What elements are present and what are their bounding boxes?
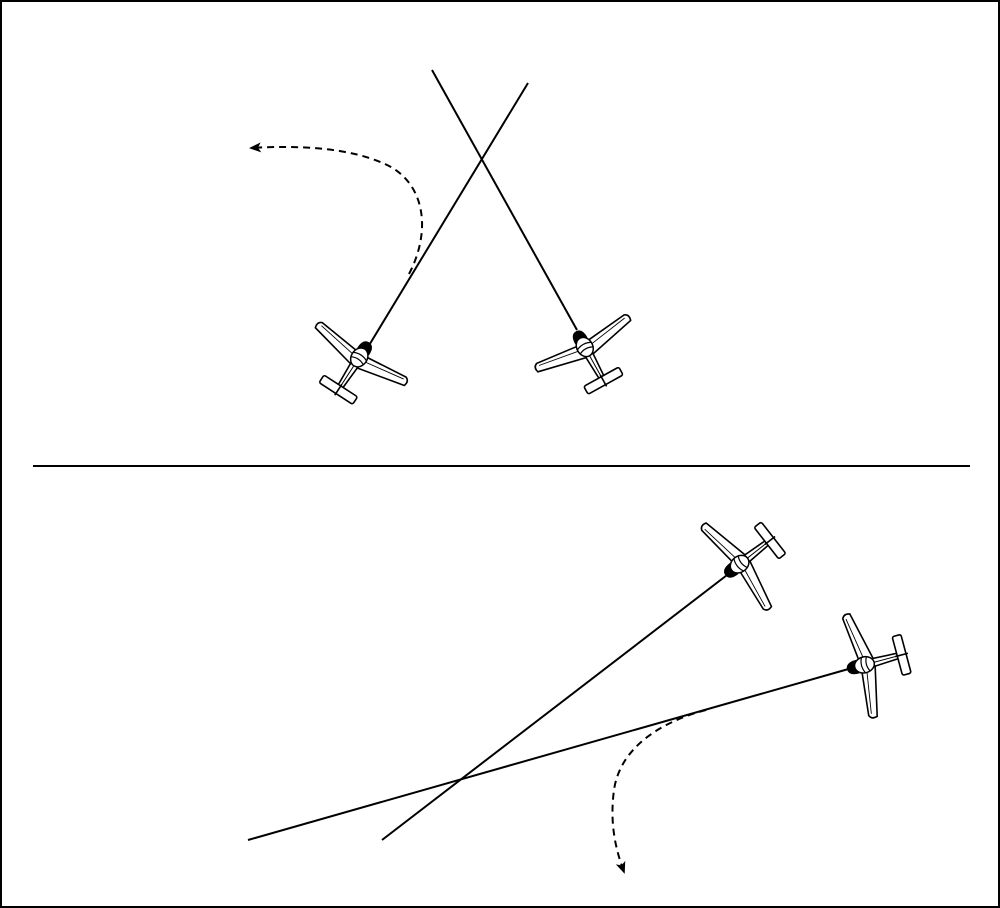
panel-converging xyxy=(249,69,655,426)
right-aircraft-icon xyxy=(528,304,655,414)
upper-aircraft-flight-path xyxy=(381,571,732,841)
panel-overtaking xyxy=(247,493,923,874)
avoidance-turn-left-arrow xyxy=(249,142,423,275)
lower-aircraft-icon xyxy=(832,600,923,723)
left-aircraft-flight-path xyxy=(367,82,529,348)
right-aircraft-flight-path xyxy=(431,69,578,331)
avoidance-turn-down-arrow xyxy=(611,709,707,874)
lower-aircraft-flight-path xyxy=(247,667,853,841)
left-aircraft-icon xyxy=(289,312,415,426)
upper-aircraft-icon xyxy=(691,493,809,619)
